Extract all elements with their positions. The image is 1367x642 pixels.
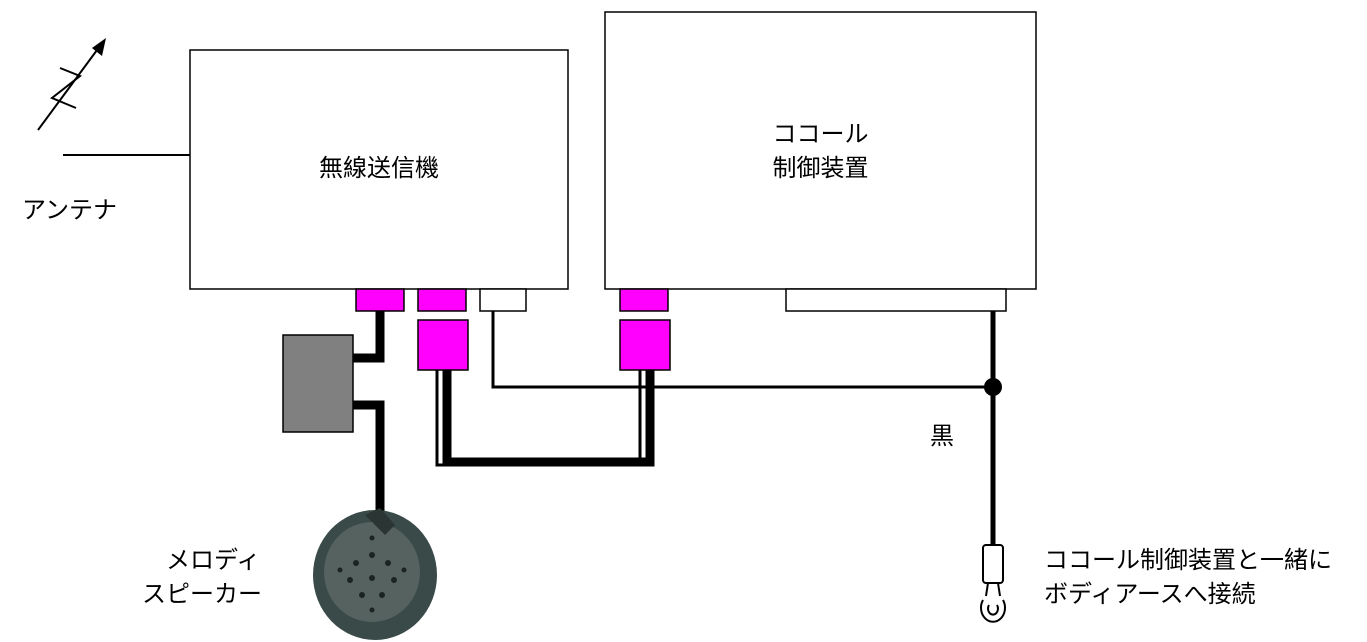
ground-wire [491,311,993,389]
transmitter-box [189,49,569,290]
speaker-icon [313,508,437,640]
junction-dot [984,378,1002,396]
speaker-label-line2: スピーカー [142,580,262,608]
speaker-label-line1: メロディ [166,546,261,574]
junction-box [282,334,354,433]
controller-label-line2: 制御装置 [772,154,869,182]
ground-connector [479,288,527,312]
ring-terminal-icon [980,544,1006,623]
antenna-icon [37,38,106,131]
harness-wire [435,370,655,467]
power-connector [417,288,467,312]
controller-connector [619,288,669,312]
controller-terminal-strip [785,288,1007,312]
speaker-connector [355,288,405,312]
controller-box [604,11,1037,290]
power-plug [417,319,469,371]
black-wire-label: 黒 [930,422,954,450]
speaker-wire [352,311,385,515]
controller-label-line1: ココール [772,120,869,148]
ground-label-line2: ボディアースへ接続 [1044,580,1256,608]
antenna-label: アンテナ [22,196,118,224]
controller-plug [619,319,671,371]
ground-label-line1: ココール制御装置と一緒に [1044,546,1332,574]
transmitter-label: 無線送信機 [319,154,439,182]
